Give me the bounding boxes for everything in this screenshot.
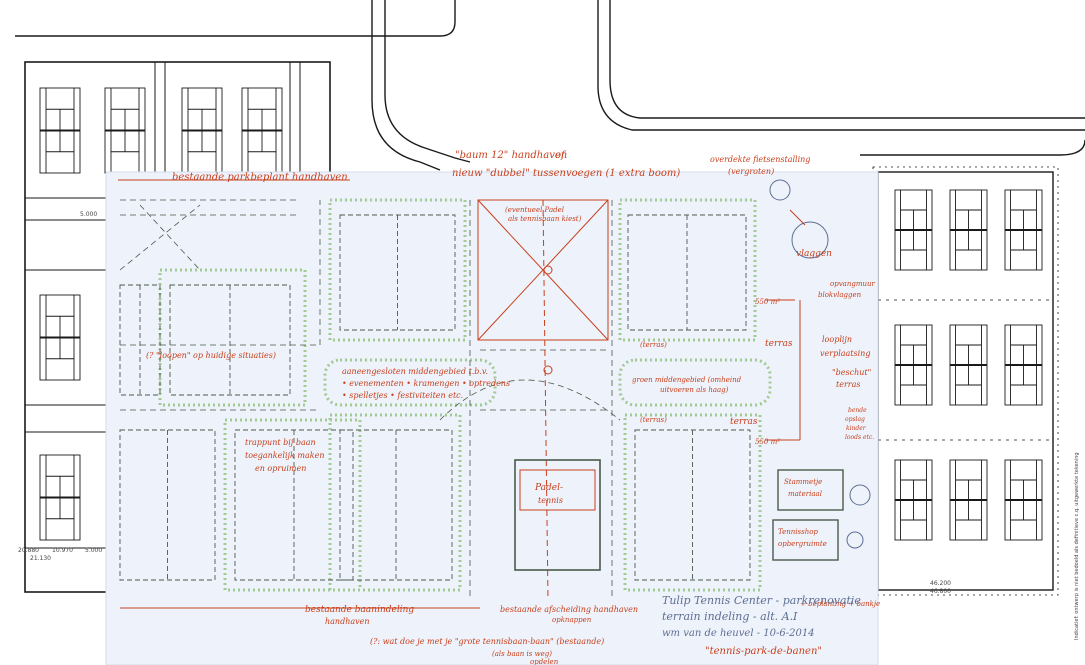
note-green-mid: groen middengebied (omheind <box>632 376 742 384</box>
right-court-0-2 <box>1004 189 1043 271</box>
note-padel-eventual-2: als tennisbaan kiest) <box>508 215 582 223</box>
note-vlaggen-2: blokvlaggen <box>818 291 862 299</box>
note-bike: overdekte fietsenstalling <box>710 155 810 164</box>
title-line-2: terrain indeling - alt. A.I <box>662 610 798 623</box>
note-middle-area: aaneengesloten middengebied t.b.v. <box>342 367 488 376</box>
side-caption: Indicatief: ontwerp is niet bedoeld als … <box>1074 452 1080 640</box>
dim-width-2: 46.800 <box>930 588 951 595</box>
padel-cross <box>477 199 609 601</box>
note-measure-2: 550 m² <box>755 438 780 446</box>
note-bike-sub: (vergroten) <box>728 167 774 176</box>
note-park-keep: bestaande parkbeplant handhaven <box>172 172 348 183</box>
note-question-2: (als baan is weg) <box>492 650 552 658</box>
note-of: of <box>555 150 567 161</box>
note-bende-2: opslag <box>845 416 865 423</box>
note-new-tree: nieuw "dubbel" tussenvoegen (1 extra boo… <box>452 168 680 179</box>
dim-left-4: 21.130 <box>30 555 51 562</box>
title-line-1: Tulip Tennis Center - parkrenovatie <box>662 594 861 607</box>
left-court-top-1 <box>104 87 146 174</box>
note-bende-3: kinder <box>846 425 867 432</box>
note-shed-2: materiaal <box>788 490 822 498</box>
note-left-1: trappunt bij baan <box>245 438 316 447</box>
note-left-3: en opruimen <box>255 464 306 473</box>
padel-box <box>514 459 601 571</box>
note-pull-keep: + beplanting + bankje <box>800 600 880 608</box>
annotations: bestaande parkbeplant handhaven "baum 12… <box>146 150 880 665</box>
dim-left-1: 10.970 <box>52 547 73 554</box>
right-court-2-2 <box>1004 459 1043 541</box>
note-mid-1: • evenementen • kramengen • optredens <box>342 379 510 388</box>
note-question: (?: wat doe je met je "grote tennisbaan-… <box>370 637 604 646</box>
dim-left-3: 20.880 <box>18 547 39 554</box>
note-terras-1: terras <box>765 339 793 349</box>
note-terras-left: (terras) <box>640 341 667 349</box>
left-court-markings <box>39 87 283 541</box>
note-beschut-2: terras <box>836 380 860 389</box>
note-measure-1: 550 m² <box>755 298 780 306</box>
note-existing-courts: bestaande baanindeling <box>305 605 414 615</box>
note-loop-route: looplijn <box>822 335 852 344</box>
note-mid-2: • spelletjes • festiviteiten etc. <box>342 391 463 400</box>
right-court-1-2 <box>1004 324 1043 406</box>
right-court-1-1 <box>949 324 988 406</box>
right-court-2-1 <box>949 459 988 541</box>
note-existing-fence-2: opknappen <box>552 616 592 624</box>
title-block: Tulip Tennis Center - parkrenovatie terr… <box>662 594 861 657</box>
left-court-top-0 <box>39 87 81 174</box>
note-loop-route-2: verplaatsing <box>820 349 870 358</box>
note-shed-4: opbergruimte <box>778 540 827 548</box>
shed-boxes <box>772 469 844 561</box>
dim-left-2: 5.000 <box>85 547 102 554</box>
left-court-top-3 <box>241 87 283 174</box>
sketch-paper <box>105 171 879 665</box>
note-padel-label: Padel- <box>534 483 563 493</box>
right-court-2-0 <box>894 459 933 541</box>
sketch-paths <box>119 199 621 600</box>
note-bende: bende <box>848 407 867 414</box>
right-court-markings <box>894 189 1043 541</box>
sketch-courts <box>119 214 751 581</box>
note-shed-1: Stammetje <box>784 478 822 486</box>
note-terras-2: terras <box>730 417 758 427</box>
note-green-mid-2: uitvoeren als haag) <box>660 386 729 394</box>
note-existing-fence: bestaande afscheiding handhaven <box>500 605 638 614</box>
note-terras-left-2: (terras) <box>640 416 667 424</box>
note-existing-courts-2: handhaven <box>325 617 370 626</box>
note-padel-eventual: (eventueel Padel <box>505 206 564 214</box>
dim-small: 5.000 <box>80 211 97 218</box>
note-baum12: "baum 12" handhaven <box>455 150 567 161</box>
cad-dimensions: 46.200 46.800 10.970 5.000 20.880 21.130… <box>18 211 1080 640</box>
left-court-side-1 <box>39 454 81 541</box>
note-question-3: opdelen <box>530 658 559 665</box>
note-opvang: opvangmuur <box>830 280 875 288</box>
note-loop: (? "loopen" op huidige situaties) <box>146 351 276 360</box>
trees <box>769 179 871 549</box>
note-shed-3: Tennisshop <box>778 528 818 536</box>
note-beschut: "beschut" <box>832 368 871 377</box>
title-line-4: "tennis-park-de-banen" <box>705 646 822 657</box>
right-court-0-1 <box>949 189 988 271</box>
right-court-0-0 <box>894 189 933 271</box>
note-bende-4: loods etc. <box>845 434 874 441</box>
title-line-3: wm van de heuvel - 10-6-2014 <box>662 628 815 639</box>
left-court-top-2 <box>181 87 223 174</box>
note-left-2: toegankelijk maken <box>245 451 324 460</box>
left-court-side-0 <box>39 294 81 381</box>
right-court-1-0 <box>894 324 933 406</box>
note-vlaggen: vlaggen <box>796 249 832 259</box>
dim-width-1: 46.200 <box>930 580 951 587</box>
street-lines <box>15 0 1085 171</box>
note-padel-label-2: tennis <box>538 496 563 505</box>
red-arrows <box>118 179 806 609</box>
sketch-court-6 <box>119 429 216 581</box>
hedges <box>158 198 772 592</box>
